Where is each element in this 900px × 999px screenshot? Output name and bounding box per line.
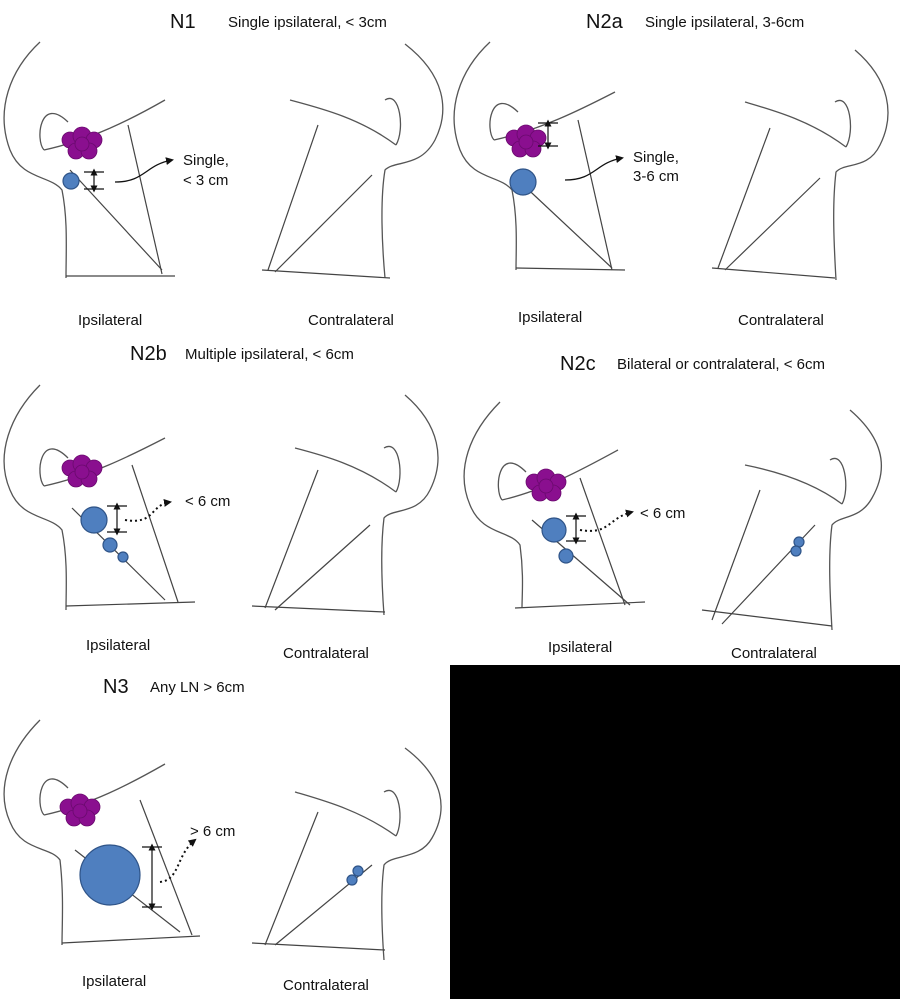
- panel-n2c-ipsilateral-label: Ipsilateral: [548, 639, 612, 656]
- panel-n3-ipsilateral-neck: [3, 719, 201, 946]
- contralateral-lymph-node: [352, 865, 364, 877]
- panel-n3-contralateral-neck: [251, 747, 442, 961]
- lymph-node: [62, 172, 80, 190]
- panel-n2a-callout-line1: Single,: [633, 149, 679, 166]
- panel-n2b-contralateral-label: Contralateral: [283, 645, 369, 662]
- panel-n3-ipsilateral-label: Ipsilateral: [82, 973, 146, 990]
- primary-tumor: [525, 468, 567, 502]
- panel-n3-contralateral-label: Contralateral: [283, 977, 369, 994]
- panel-n2b-stage: N2b: [130, 343, 167, 365]
- contralateral-lymph-node: [790, 545, 802, 557]
- primary-tumor: [505, 124, 547, 158]
- panel-n2b-contralateral-neck: [251, 394, 439, 616]
- primary-tumor: [59, 793, 101, 827]
- panel-n2a-callout-line2: 3-6 cm: [633, 168, 679, 185]
- lymph-node: [102, 537, 118, 553]
- panel-n3: N3 Any LN > 6cm > 6 cm: [3, 676, 442, 994]
- panel-n2b-ipsilateral-label: Ipsilateral: [86, 637, 150, 654]
- panel-n3-stage: N3: [103, 676, 129, 698]
- panel-n3-description: Any LN > 6cm: [150, 679, 245, 696]
- primary-tumor: [61, 126, 103, 160]
- panel-n2a-ipsilateral-label: Ipsilateral: [518, 309, 582, 326]
- lymph-node: [541, 517, 567, 543]
- panel-n2c: N2c Bilateral or contralateral, < 6cm < …: [463, 353, 882, 662]
- panel-n1-callout-line1: Single,: [183, 152, 229, 169]
- panel-n1-contralateral-label: Contralateral: [308, 312, 394, 329]
- lymph-node: [558, 548, 574, 564]
- panel-n2c-contralateral-neck: [701, 409, 882, 631]
- lymph-node: [509, 168, 537, 196]
- primary-tumor: [61, 454, 103, 488]
- panel-n2a-stage: N2a: [586, 11, 624, 33]
- panel-n2b-ipsilateral-neck: [3, 384, 196, 611]
- panel-n2a-ipsilateral-neck: [453, 41, 626, 271]
- panel-n1: N1 Single ipsilateral, < 3cm Single, < 3…: [3, 11, 444, 329]
- blank-area: [450, 665, 900, 999]
- panel-n2b: N2b Multiple ipsilateral, < 6cm < 6 cm: [3, 343, 439, 662]
- panel-n1-description: Single ipsilateral, < 3cm: [228, 14, 387, 31]
- panel-n1-contralateral-neck: [261, 43, 444, 279]
- panel-n2c-description: Bilateral or contralateral, < 6cm: [617, 356, 825, 373]
- panel-n2a-contralateral-label: Contralateral: [738, 312, 824, 329]
- panel-n2a-contralateral-neck: [711, 49, 889, 281]
- panel-n2c-ipsilateral-neck: [463, 401, 646, 609]
- lymph-node: [79, 844, 141, 906]
- panel-n2a: N2a Single ipsilateral, 3-6cm Single, 3-…: [453, 11, 889, 329]
- panel-n2c-stage: N2c: [560, 353, 596, 375]
- panel-n2b-callout: < 6 cm: [185, 493, 230, 510]
- panel-n1-stage: N1: [170, 11, 196, 33]
- contralateral-lymph-node: [346, 874, 358, 886]
- panel-n1-ipsilateral-label: Ipsilateral: [78, 312, 142, 329]
- panel-n2c-callout: < 6 cm: [640, 505, 685, 522]
- panel-n2c-contralateral-label: Contralateral: [731, 645, 817, 662]
- lymph-node: [80, 506, 108, 534]
- panel-n2a-description: Single ipsilateral, 3-6cm: [645, 14, 804, 31]
- lymph-node: [117, 551, 129, 563]
- panel-n1-ipsilateral-neck: [3, 41, 175, 279]
- panel-n2b-description: Multiple ipsilateral, < 6cm: [185, 346, 354, 363]
- panel-n3-callout: > 6 cm: [190, 823, 235, 840]
- panel-n1-callout-line2: < 3 cm: [183, 172, 228, 189]
